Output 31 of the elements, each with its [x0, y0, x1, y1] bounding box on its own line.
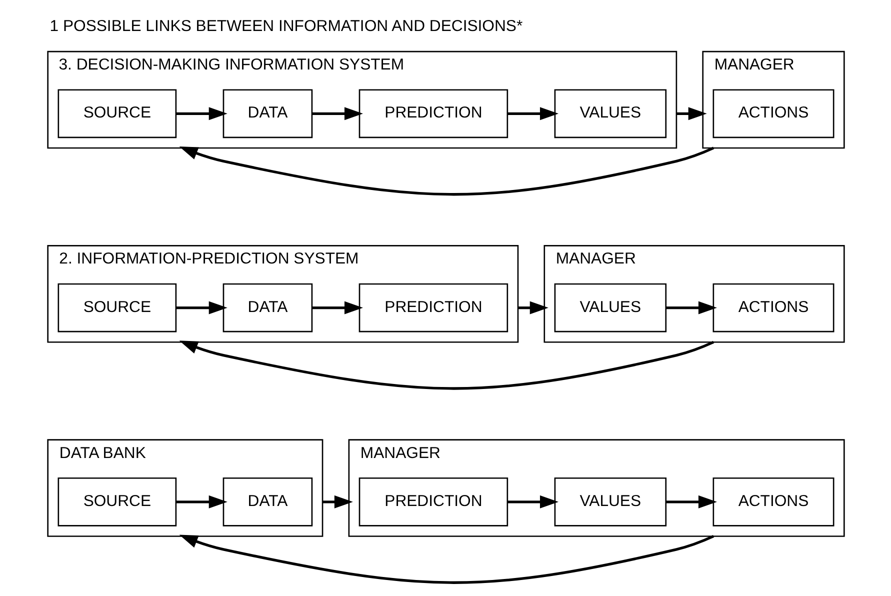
arrow	[176, 301, 227, 314]
node-box: DATA	[222, 283, 312, 332]
arrow	[517, 301, 548, 314]
node-box: ACTIONS	[712, 477, 834, 526]
node-box: DATA	[222, 89, 312, 138]
node-box: ACTIONS	[712, 283, 834, 332]
arrow	[178, 340, 714, 390]
node-box: VALUES	[554, 283, 666, 332]
arrow	[507, 495, 558, 508]
arrow	[507, 107, 558, 120]
node-box: PREDICTION	[358, 283, 508, 332]
node-box: PREDICTION	[358, 477, 508, 526]
diagram-title: 1 POSSIBLE LINKS BETWEEN INFORMATION AND DECISIONS*	[49, 18, 522, 36]
arrow	[176, 107, 227, 120]
node-box: SOURCE	[57, 283, 176, 332]
node-box: VALUES	[554, 477, 666, 526]
arrow	[312, 301, 362, 314]
arrow	[176, 495, 227, 508]
arrow	[666, 301, 716, 314]
node-box: SOURCE	[57, 477, 176, 526]
arrow	[312, 107, 362, 120]
arrow	[676, 107, 706, 120]
node-box: ACTIONS	[712, 89, 834, 138]
arrow	[666, 495, 716, 508]
node-box: SOURCE	[57, 89, 176, 138]
node-box: VALUES	[554, 89, 666, 138]
node-box: PREDICTION	[358, 89, 508, 138]
node-box: DATA	[222, 477, 312, 526]
arrow	[178, 534, 714, 584]
arrow	[178, 146, 714, 196]
arrow	[322, 495, 352, 508]
